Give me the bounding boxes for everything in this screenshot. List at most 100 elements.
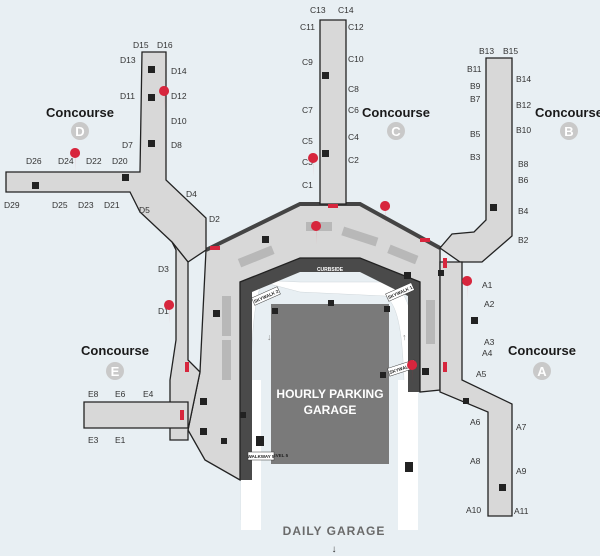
gate-label[interactable]: E4 [143, 389, 154, 399]
gate-label[interactable]: C7 [302, 105, 313, 115]
gate-label[interactable]: D29 [4, 200, 20, 210]
elevator-icon[interactable] [221, 438, 227, 444]
gate-label[interactable]: A2 [484, 299, 495, 309]
elevator-icon[interactable] [380, 372, 386, 378]
gate-label[interactable]: C12 [348, 22, 364, 32]
gate-label[interactable]: E8 [88, 389, 99, 399]
bus-icon[interactable] [405, 462, 413, 472]
elevator-icon[interactable] [240, 412, 246, 418]
gate-label[interactable]: D10 [171, 116, 187, 126]
gate-label[interactable]: B10 [516, 125, 531, 135]
gate-label[interactable]: B12 [516, 100, 531, 110]
gate-label[interactable]: D4 [186, 189, 197, 199]
gate-label[interactable]: B9 [470, 81, 481, 91]
gate-label[interactable]: C9 [302, 57, 313, 67]
gate-label[interactable]: A8 [470, 456, 481, 466]
gate-label[interactable]: D21 [104, 200, 120, 210]
gate-label[interactable]: D8 [171, 140, 182, 150]
daily-garage-label[interactable]: DAILY GARAGE [283, 524, 386, 538]
security-checkpoint[interactable] [328, 204, 338, 208]
security-checkpoint[interactable] [185, 362, 189, 372]
gate-label[interactable]: A7 [516, 422, 527, 432]
gate-label[interactable]: A5 [476, 369, 487, 379]
restroom-icon[interactable] [490, 204, 497, 211]
map-pin-icon[interactable] [407, 360, 418, 384]
elevator-icon[interactable] [384, 306, 390, 312]
gate-label[interactable]: D13 [120, 55, 136, 65]
gate-label[interactable]: A3 [484, 337, 495, 347]
gate-label[interactable]: D25 [52, 200, 68, 210]
restroom-icon[interactable] [200, 398, 207, 405]
elevator-icon[interactable] [272, 308, 278, 314]
restroom-icon[interactable] [422, 368, 429, 375]
map-pin-icon[interactable] [380, 201, 391, 225]
restroom-icon[interactable] [200, 428, 207, 435]
gate-label[interactable]: B7 [470, 94, 481, 104]
map-pin-icon[interactable] [164, 300, 175, 324]
gate-label[interactable]: D11 [120, 91, 135, 101]
gate-label[interactable]: D22 [86, 156, 102, 166]
gate-label[interactable]: C13 [310, 5, 326, 15]
restroom-icon[interactable] [213, 310, 220, 317]
restroom-icon[interactable] [322, 150, 329, 157]
gate-label[interactable]: A11 [514, 506, 529, 516]
gate-label[interactable]: A10 [466, 505, 481, 515]
restroom-icon[interactable] [148, 66, 155, 73]
gate-label[interactable]: A1 [482, 280, 493, 290]
security-checkpoint[interactable] [180, 410, 184, 420]
gate-label[interactable]: D7 [122, 140, 133, 150]
gate-label[interactable]: C6 [348, 105, 359, 115]
bus-icon[interactable] [256, 436, 264, 446]
gate-label[interactable]: C5 [302, 136, 313, 146]
gate-label[interactable]: C10 [348, 54, 364, 64]
restroom-icon[interactable] [322, 72, 329, 79]
gate-label[interactable]: C3 [302, 157, 313, 167]
gate-label[interactable]: D5 [139, 205, 150, 215]
restroom-icon[interactable] [148, 140, 155, 147]
gate-label[interactable]: B5 [470, 129, 481, 139]
security-checkpoint[interactable] [210, 246, 220, 250]
gate-label[interactable]: D3 [158, 264, 169, 274]
gate-label[interactable]: B8 [518, 159, 529, 169]
gate-label[interactable]: C8 [348, 84, 359, 94]
gate-label[interactable]: A6 [470, 417, 481, 427]
security-checkpoint[interactable] [443, 258, 447, 268]
gate-label[interactable]: B2 [518, 235, 529, 245]
gate-label[interactable]: E1 [115, 435, 126, 445]
gate-label[interactable]: B14 [516, 74, 531, 84]
restroom-icon[interactable] [148, 94, 155, 101]
restroom-icon[interactable] [499, 484, 506, 491]
gate-label[interactable]: C14 [338, 5, 354, 15]
map-pin-icon[interactable] [311, 221, 322, 245]
gate-label[interactable]: C2 [348, 155, 359, 165]
map-pin-icon[interactable] [159, 86, 170, 110]
restroom-icon[interactable] [262, 236, 269, 243]
gate-label[interactable]: B6 [518, 175, 529, 185]
gate-label[interactable]: D26 [26, 156, 42, 166]
gate-label[interactable]: D23 [78, 200, 94, 210]
gate-label[interactable]: E3 [88, 435, 99, 445]
gate-label[interactable]: D15 [133, 40, 149, 50]
gate-label[interactable]: B4 [518, 206, 529, 216]
gate-label[interactable]: C1 [302, 180, 313, 190]
gate-label[interactable]: B11 [467, 64, 482, 74]
map-pin-icon[interactable] [70, 148, 81, 172]
elevator-icon[interactable] [463, 398, 469, 404]
security-checkpoint[interactable] [443, 362, 447, 372]
elevator-icon[interactable] [438, 270, 444, 276]
gate-label[interactable]: D14 [171, 66, 187, 76]
gate-label[interactable]: D12 [171, 91, 187, 101]
gate-label[interactable]: A4 [482, 348, 493, 358]
gate-label[interactable]: C11 [300, 22, 315, 32]
gate-label[interactable]: D24 [58, 156, 74, 166]
gate-label[interactable]: D1 [158, 306, 169, 316]
gate-label[interactable]: A9 [516, 466, 527, 476]
gate-label[interactable]: D2 [209, 214, 220, 224]
map-pin-icon[interactable] [462, 276, 473, 300]
hourly-parking-garage[interactable] [271, 304, 389, 464]
security-checkpoint[interactable] [420, 238, 430, 242]
map-pin-icon[interactable] [308, 153, 319, 177]
gate-label[interactable]: D16 [157, 40, 173, 50]
gate-label[interactable]: B3 [470, 152, 481, 162]
gate-label[interactable]: D20 [112, 156, 128, 166]
